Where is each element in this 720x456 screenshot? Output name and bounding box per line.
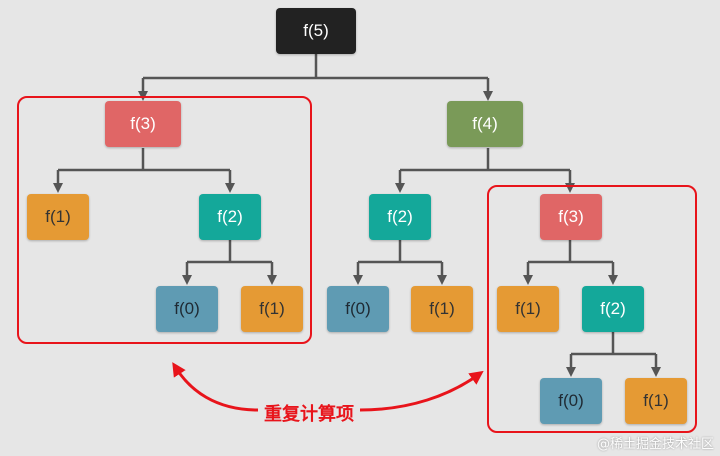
node-mid-f1: f(1) <box>411 286 473 332</box>
node-right-f0: f(0) <box>540 378 602 424</box>
edge-left-f2 <box>182 240 277 285</box>
duplicate-subtree-right-box <box>487 185 697 433</box>
duplicate-subtree-left-box <box>17 96 312 344</box>
node-f4: f(4) <box>447 101 523 147</box>
node-left-f3: f(3) <box>105 101 181 147</box>
edge-root <box>138 54 493 101</box>
node-right-f1b: f(1) <box>625 378 687 424</box>
node-left-f1: f(1) <box>27 194 89 240</box>
node-mid-f0: f(0) <box>327 286 389 332</box>
repeat-annotation-arrow <box>172 362 484 412</box>
edge-right-f2 <box>566 332 661 377</box>
repeat-computation-label: 重复计算项 <box>264 404 354 425</box>
node-right-f1: f(1) <box>497 286 559 332</box>
edge-f4 <box>395 148 575 193</box>
edge-right-f3 <box>523 240 618 285</box>
node-left-f0: f(0) <box>156 286 218 332</box>
node-left-f2: f(2) <box>199 194 261 240</box>
edge-mid-f2 <box>353 240 447 285</box>
node-left-f1b: f(1) <box>241 286 303 332</box>
watermark: @稀土掘金技术社区 <box>596 437 714 452</box>
node-right-f2: f(2) <box>582 286 644 332</box>
node-root: f(5) <box>276 8 356 54</box>
node-right-f3: f(3) <box>540 194 602 240</box>
node-mid-f2: f(2) <box>369 194 431 240</box>
edge-left-f3 <box>53 148 235 193</box>
